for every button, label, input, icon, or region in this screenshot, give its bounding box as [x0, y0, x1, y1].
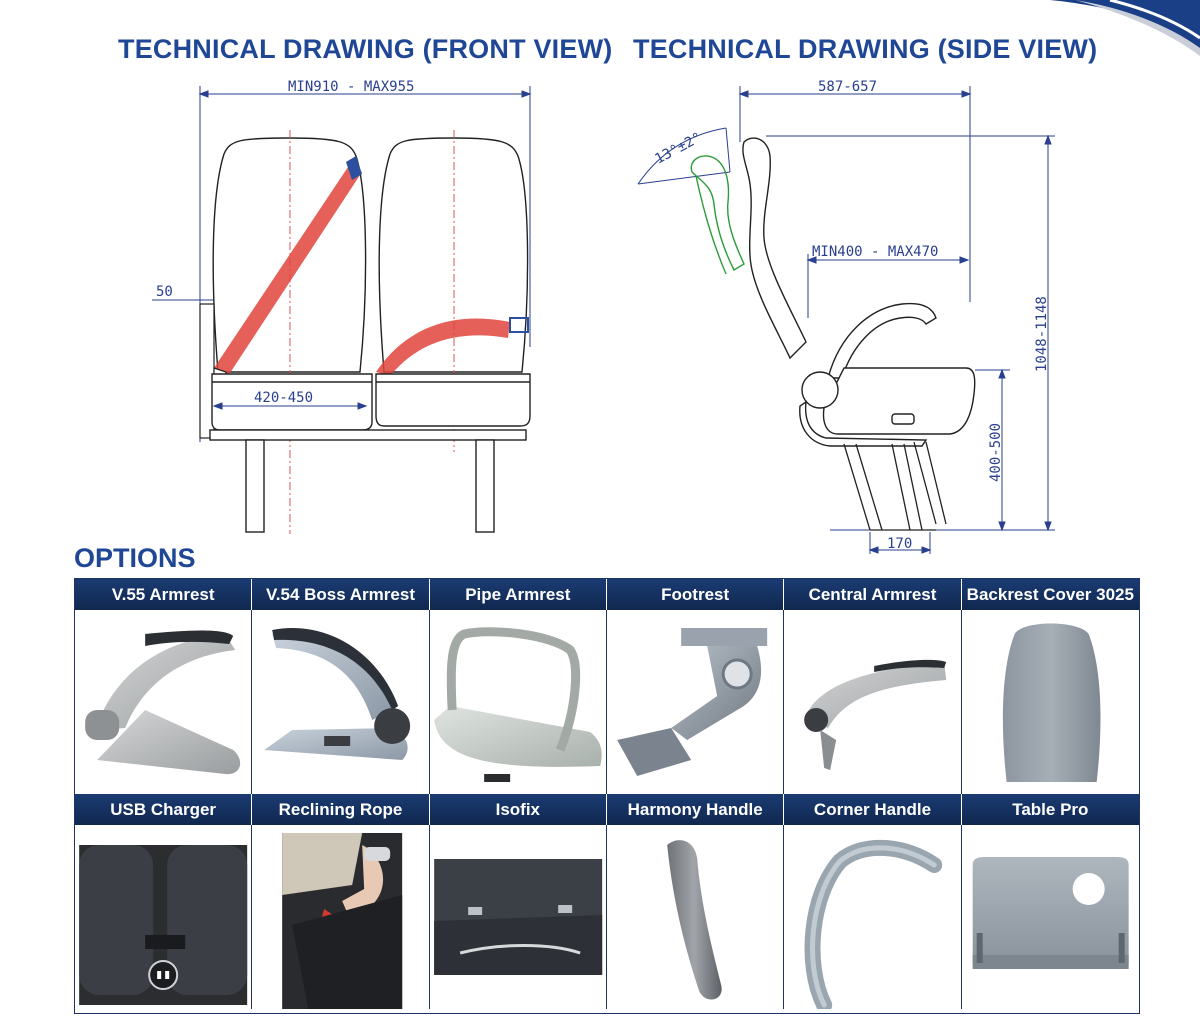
front-view-title: TECHNICAL DRAWING (FRONT VIEW) — [118, 34, 613, 64]
option-header-harmony-handle: Harmony Handle — [606, 794, 785, 825]
option-header-backrest-cover: Backrest Cover 3025 — [961, 579, 1139, 610]
front-seat-dim: 420-450 — [254, 390, 313, 406]
option-image-v55-armrest — [75, 610, 253, 794]
front-armrest-dim: 50 — [156, 284, 173, 300]
option-header-isofix: Isofix — [429, 794, 607, 825]
option-image-backrest-cover — [961, 610, 1139, 794]
option-image-v54-boss-armrest — [252, 610, 430, 794]
side-armrest-span-dim: MIN400 - MAX470 — [812, 244, 938, 260]
options-title: OPTIONS — [74, 543, 196, 573]
side-seat-height-dim: 400-500 — [988, 423, 1004, 482]
front-width-dim: MIN910 - MAX955 — [288, 79, 414, 95]
option-header-table-pro: Table Pro — [961, 794, 1139, 825]
option-image-reclining-rope — [252, 825, 430, 1009]
side-angle-dim: 13°±2° — [652, 130, 704, 168]
front-view-drawing: MIN910 - MAX955 50 420-450 — [152, 79, 532, 534]
option-header-usb-charger: USB Charger — [75, 794, 253, 825]
seat-belt-lap — [376, 318, 510, 376]
options-grid: V.55 Armrest V.54 Boss Armrest Pipe Armr… — [74, 578, 1140, 1014]
option-image-usb-charger — [75, 825, 253, 1009]
side-view-drawing: 587-657 MIN400 - MAX470 1048-1148 400-50… — [637, 79, 1055, 554]
side-foot-dim: 170 — [887, 536, 912, 552]
option-header-reclining-rope: Reclining Rope — [252, 794, 430, 825]
option-image-central-armrest — [784, 610, 962, 794]
side-view-title: TECHNICAL DRAWING (SIDE VIEW) — [633, 34, 1098, 64]
side-height-dim: 1048-1148 — [1034, 296, 1050, 372]
corner-swoosh-graphic — [1050, 0, 1200, 56]
option-image-harmony-handle — [606, 825, 785, 1009]
option-image-table-pro — [961, 825, 1139, 1009]
option-image-footrest — [606, 610, 785, 794]
option-header-corner-handle: Corner Handle — [784, 794, 962, 825]
reclined-backrest-outline — [690, 155, 745, 275]
option-header-v55-armrest: V.55 Armrest — [75, 579, 253, 610]
option-image-corner-handle — [784, 825, 962, 1009]
option-header-footrest: Footrest — [606, 579, 785, 610]
option-image-isofix — [429, 825, 607, 1009]
option-header-pipe-armrest: Pipe Armrest — [429, 579, 607, 610]
seat-belt-diagonal — [214, 164, 362, 376]
option-header-v54-boss-armrest: V.54 Boss Armrest — [252, 579, 430, 610]
option-header-central-armrest: Central Armrest — [784, 579, 962, 610]
side-depth-dim: 587-657 — [818, 79, 877, 95]
option-image-pipe-armrest — [429, 610, 607, 794]
